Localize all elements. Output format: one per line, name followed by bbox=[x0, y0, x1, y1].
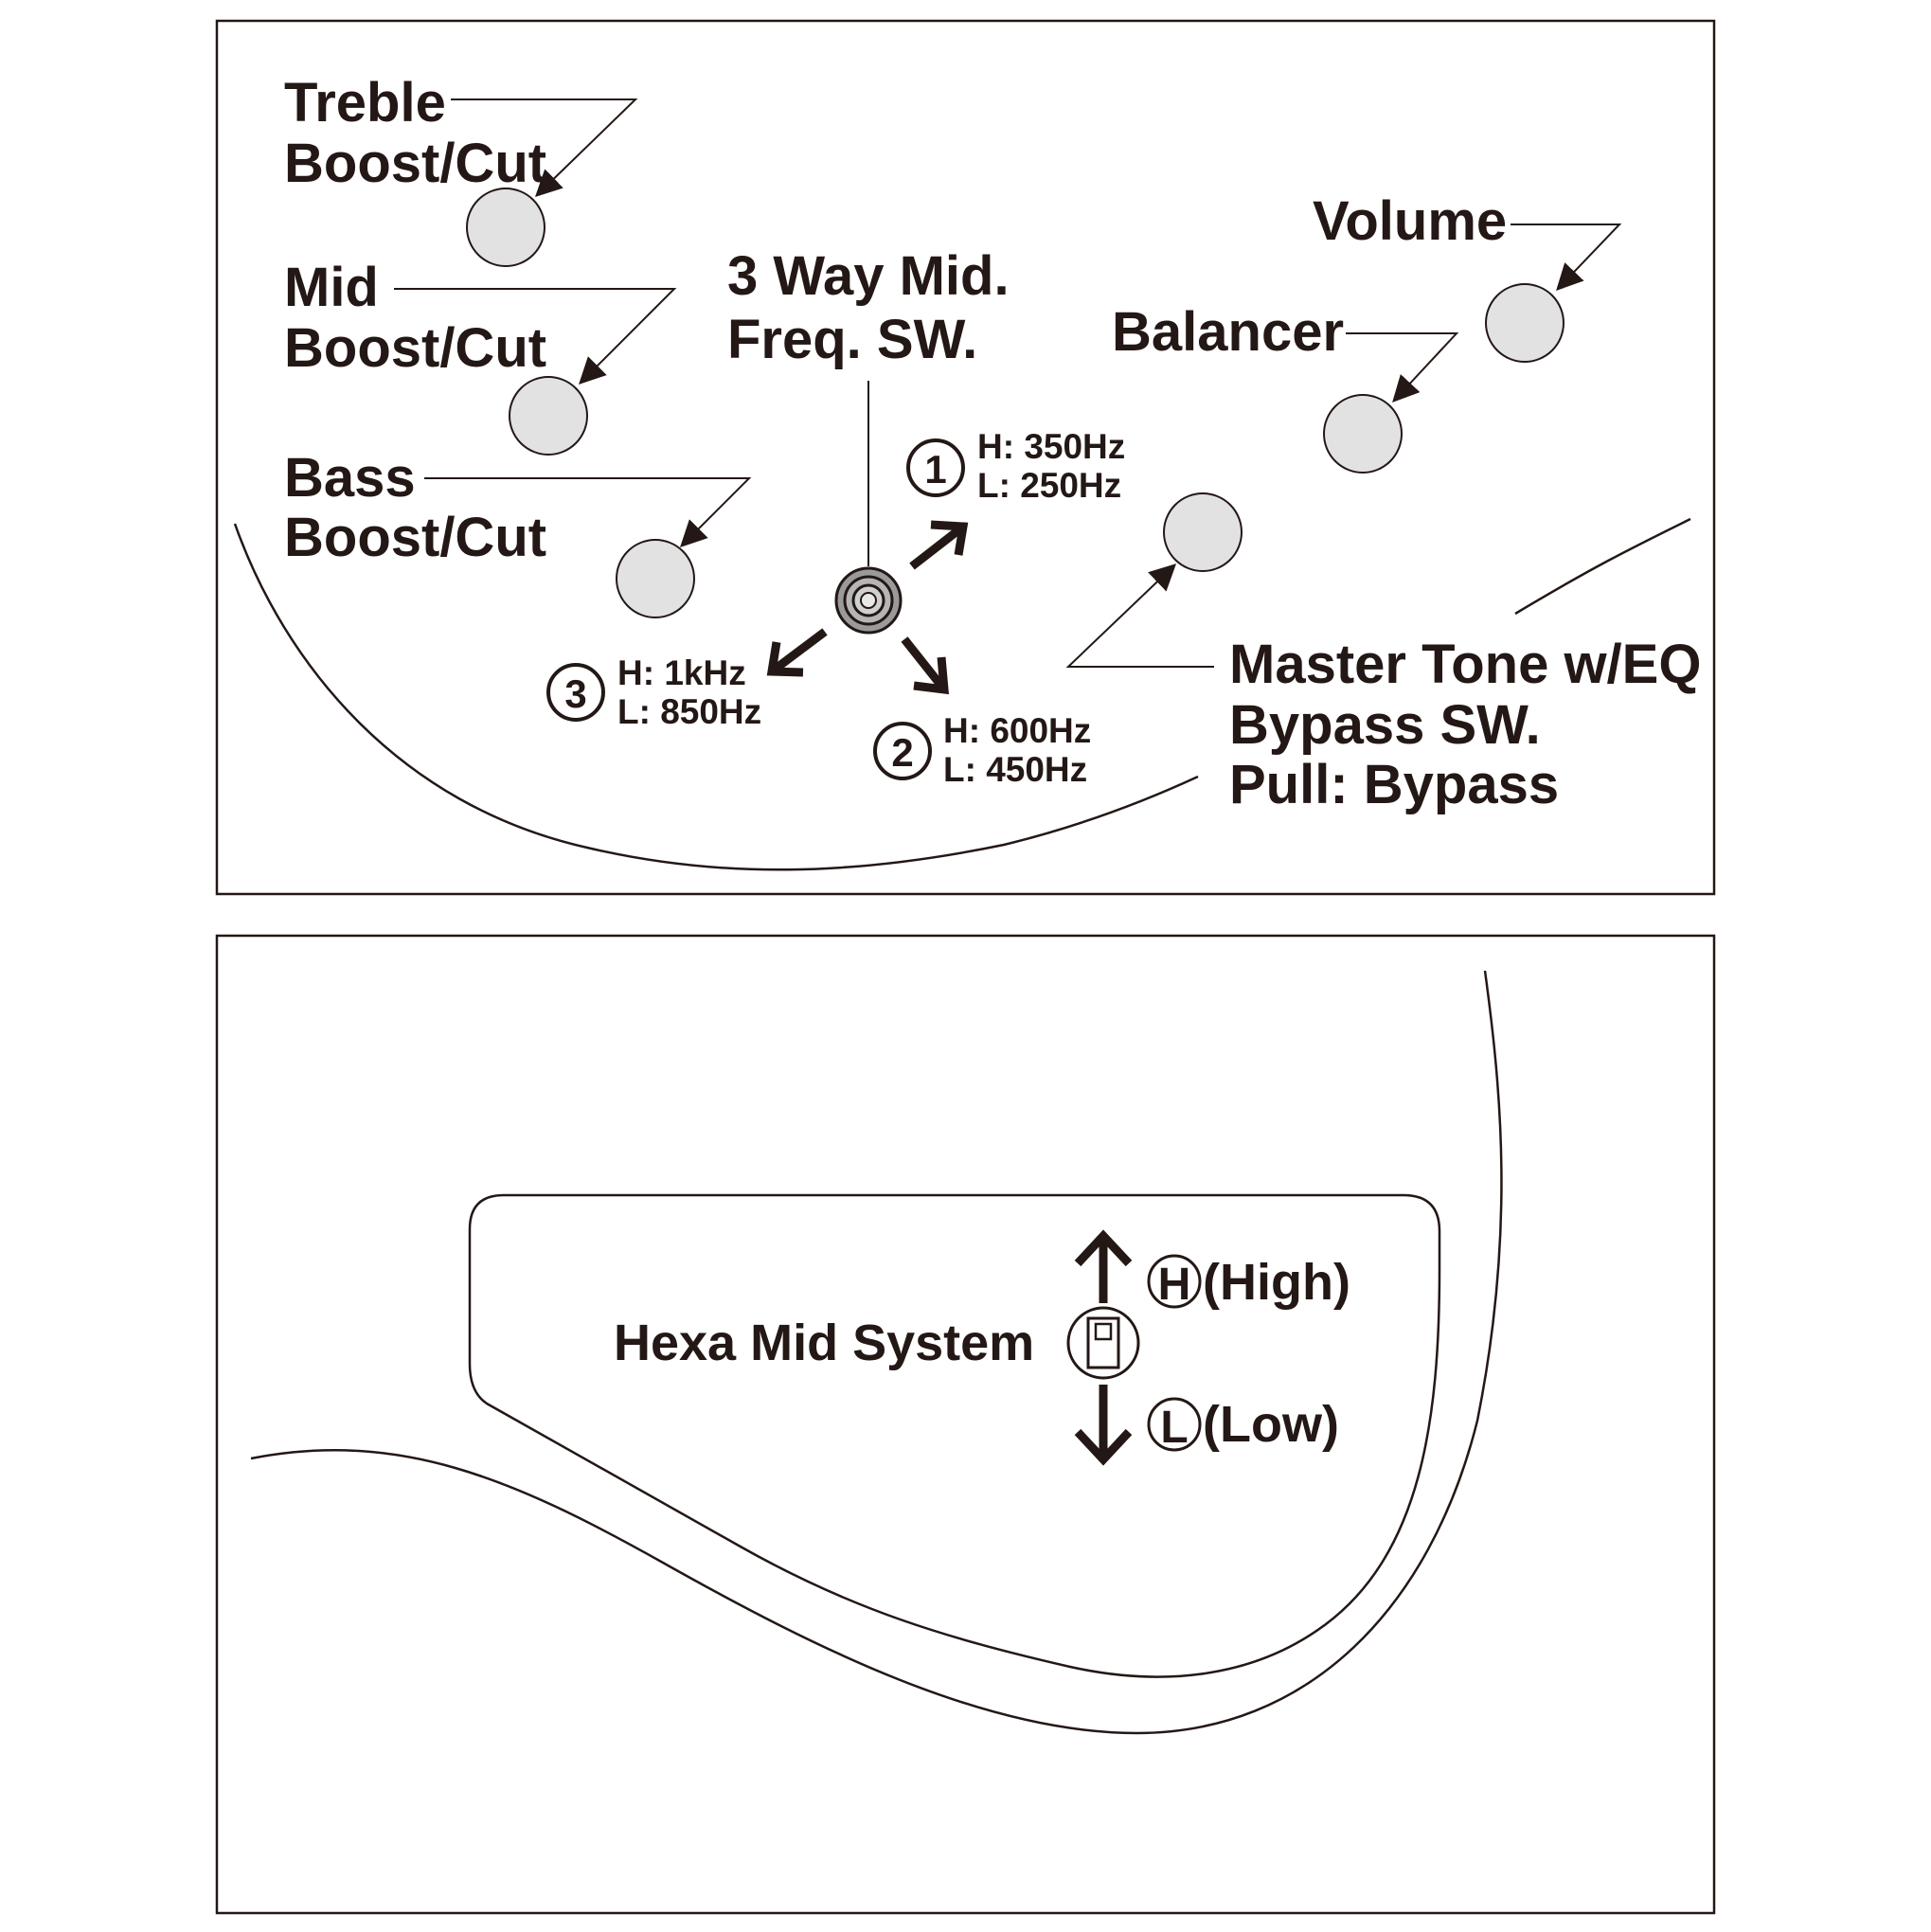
master-tone-line1: Master Tone w/EQ bbox=[1229, 634, 1701, 695]
switch-title-line2: Freq. SW. bbox=[727, 309, 977, 370]
hexa-mid-switch[interactable] bbox=[1066, 1306, 1140, 1380]
mid-freq-switch[interactable] bbox=[834, 566, 903, 635]
position-3-number: 3 bbox=[564, 671, 586, 716]
bass-label-line2: Boost/Cut bbox=[284, 507, 546, 568]
master-tone-line2: Bypass SW. bbox=[1229, 694, 1541, 756]
position-1-high: H: 350Hz bbox=[977, 427, 1125, 466]
position-3-high: H: 1kHz bbox=[617, 653, 746, 692]
position-2-arrow bbox=[901, 636, 949, 695]
position-3-arrow bbox=[766, 628, 828, 677]
control-plate bbox=[468, 1193, 1441, 1678]
high-label: (High) bbox=[1203, 1254, 1350, 1311]
volume-knob[interactable] bbox=[1485, 283, 1564, 363]
volume-leader bbox=[1511, 224, 1622, 292]
body-outline-right bbox=[1514, 517, 1691, 616]
balancer-label: Balancer bbox=[1112, 301, 1344, 363]
high-letter-circle bbox=[1147, 1254, 1202, 1309]
down-arrow bbox=[1074, 1385, 1133, 1466]
top-panel-frame bbox=[215, 19, 1716, 896]
position-1-low: L: 250Hz bbox=[977, 466, 1121, 505]
balancer-leader bbox=[1346, 332, 1459, 403]
position-2-low: L: 450Hz bbox=[943, 750, 1087, 789]
mid-label-line2: Boost/Cut bbox=[284, 317, 546, 379]
mid-knob[interactable] bbox=[509, 376, 588, 456]
low-letter-circle bbox=[1147, 1397, 1202, 1452]
mid-leader bbox=[394, 288, 677, 385]
bottom-panel-frame bbox=[215, 934, 1716, 1915]
bass-knob[interactable] bbox=[616, 539, 695, 618]
mid-label-line1: Mid bbox=[284, 257, 379, 318]
treble-leader bbox=[451, 98, 638, 197]
low-letter: L bbox=[1160, 1403, 1188, 1453]
position-2-number: 2 bbox=[891, 730, 913, 775]
treble-label-line1: Treble bbox=[284, 72, 446, 134]
position-2-high: H: 600Hz bbox=[943, 711, 1091, 750]
master-tone-line3: Pull: Bypass bbox=[1229, 754, 1559, 815]
position-1-number: 1 bbox=[924, 447, 946, 492]
hexa-mid-system-label: Hexa Mid System bbox=[614, 1315, 1034, 1371]
position-3-marker bbox=[546, 663, 605, 722]
body-outline-outer bbox=[250, 970, 1503, 1735]
high-letter: H bbox=[1158, 1260, 1191, 1310]
treble-label-line2: Boost/Cut bbox=[284, 133, 546, 194]
position-1-arrow bbox=[909, 520, 969, 570]
position-1-marker bbox=[906, 438, 965, 497]
body-outline-lower bbox=[233, 523, 1199, 871]
master-tone-knob[interactable] bbox=[1163, 492, 1243, 572]
switch-title-line1: 3 Way Mid. bbox=[727, 245, 1010, 307]
balancer-knob[interactable] bbox=[1323, 394, 1403, 474]
master-tone-leader bbox=[1065, 564, 1214, 668]
low-label: (Low) bbox=[1203, 1396, 1339, 1453]
position-2-marker bbox=[873, 722, 932, 780]
position-3-low: L: 850Hz bbox=[617, 692, 761, 731]
treble-knob[interactable] bbox=[466, 188, 545, 267]
up-arrow bbox=[1074, 1229, 1133, 1303]
volume-label: Volume bbox=[1313, 190, 1507, 252]
bass-label-line1: Bass bbox=[284, 447, 416, 509]
bass-leader bbox=[424, 477, 752, 547]
